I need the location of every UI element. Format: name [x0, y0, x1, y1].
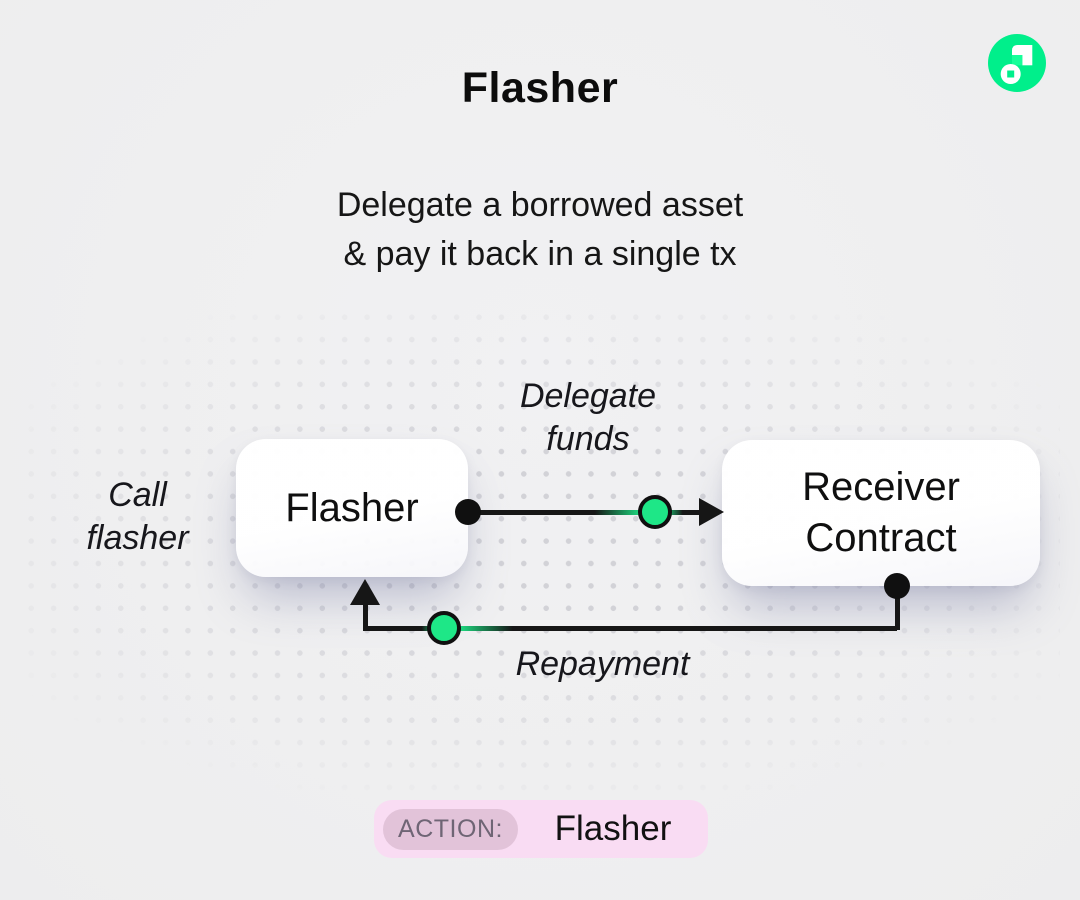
repayment-label: Repayment: [515, 645, 690, 683]
delegate-arrowhead-icon: [699, 498, 724, 526]
repayment-connector-up-segment: [362, 602, 368, 628]
page-title: Flasher: [461, 64, 619, 112]
action-badge-label: ACTION:: [383, 808, 518, 850]
repayment-connector-down-segment: [894, 586, 900, 630]
action-badge: ACTION: Flasher: [374, 800, 708, 858]
call-flasher-line-1: Call: [108, 476, 167, 514]
repayment-arrowhead-icon: [350, 579, 380, 605]
flasher-output-dot: [455, 499, 481, 525]
delegate-funds-label: Delegate funds: [488, 375, 688, 461]
flasher-node-label: Flasher: [285, 485, 419, 530]
repayment-green-token-node: [427, 611, 461, 645]
call-flasher-label: Call flasher: [40, 474, 235, 560]
action-badge-value: Flasher: [554, 809, 672, 848]
call-flasher-line-2: flasher: [86, 519, 189, 557]
subtitle-line-2: & pay it back in a single tx: [343, 235, 737, 273]
subtitle-line-1: Delegate a borrowed asset: [336, 186, 744, 224]
flasher-node-box: Flasher: [236, 439, 468, 577]
flow-logo-icon: [988, 34, 1046, 92]
repayment-connector-horizontal-segment: [362, 625, 897, 631]
delegate-funds-line-2: funds: [546, 420, 630, 458]
delegate-connector-line: [468, 510, 712, 515]
delegate-green-token-node: [638, 495, 672, 529]
receiver-node-line-2: Contract: [805, 516, 957, 560]
receiver-contract-node-box: Receiver Contract: [722, 440, 1040, 586]
page-subtitle: Delegate a borrowed asset & pay it back …: [0, 181, 1080, 279]
receiver-node-line-1: Receiver: [802, 465, 960, 509]
receiver-output-dot: [884, 573, 910, 599]
delegate-funds-line-1: Delegate: [519, 377, 657, 415]
